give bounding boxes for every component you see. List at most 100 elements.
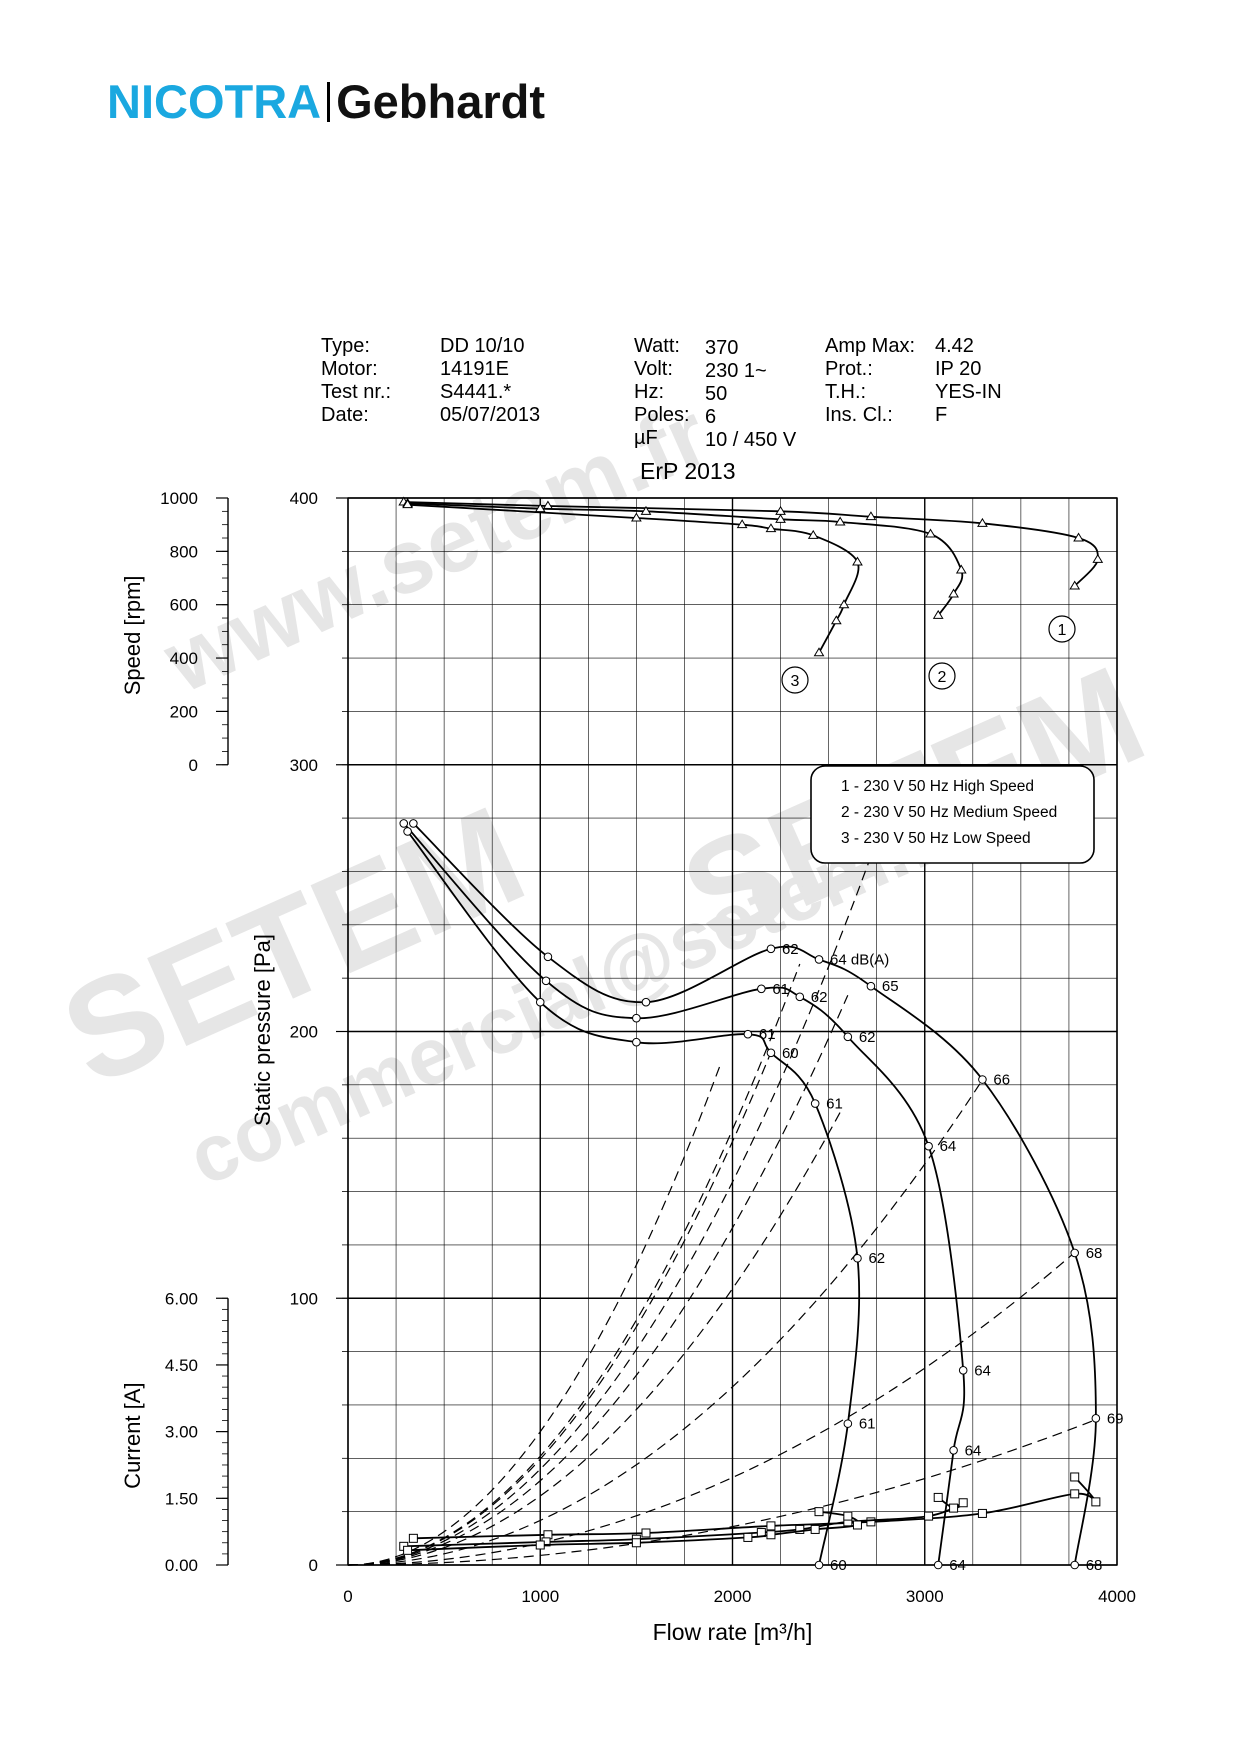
pressure-point-1 bbox=[866, 981, 876, 991]
current-tick-label: 4.50 bbox=[165, 1356, 198, 1375]
current-point-1 bbox=[1070, 1489, 1080, 1499]
grid bbox=[347, 497, 1118, 1566]
speed-point-2 bbox=[925, 528, 936, 538]
noise-label: 61 bbox=[759, 1026, 776, 1043]
label-watt: Watt: bbox=[634, 335, 680, 357]
label-prot: Prot.: bbox=[825, 358, 873, 380]
pressure-curve-2 bbox=[403, 822, 966, 1566]
x-tick-label: 1000 bbox=[521, 1587, 559, 1606]
label-th: T.H.: bbox=[825, 381, 867, 403]
speed-axis-label: Speed [rpm] bbox=[120, 575, 145, 695]
current-point-1 bbox=[641, 1528, 651, 1538]
current-tick-label: 0.00 bbox=[165, 1556, 198, 1575]
system-curve-68 bbox=[347, 1252, 1076, 1566]
current-tick-label: 3.00 bbox=[165, 1423, 198, 1442]
info-col3-values: 4.42 IP 20 YES-IN F bbox=[935, 335, 1002, 427]
system-curve-61 bbox=[347, 1066, 721, 1566]
pressure-point-3 bbox=[743, 1029, 753, 1039]
speed-point-3 bbox=[813, 647, 825, 657]
label-hz: Hz: bbox=[634, 381, 664, 403]
noise-label: 62 bbox=[859, 1029, 876, 1046]
speed-curve-label: 3 bbox=[791, 673, 800, 690]
pressure-point-2 bbox=[632, 1013, 641, 1023]
current-point-2 bbox=[795, 1524, 805, 1534]
x-tick-label: 2000 bbox=[714, 1587, 752, 1606]
pressure-axis-label: Static pressure [Pa] bbox=[250, 934, 275, 1126]
speed-point-1 bbox=[977, 517, 988, 527]
current-point-1 bbox=[866, 1517, 876, 1527]
pressure-tick-label: 100 bbox=[290, 1289, 318, 1308]
speed-point-3 bbox=[830, 615, 842, 625]
speed-point-2 bbox=[932, 609, 944, 619]
pressure-tick-label: 400 bbox=[290, 489, 318, 508]
value-hz: 50 bbox=[705, 383, 728, 405]
system-curve-64 bbox=[347, 994, 849, 1566]
value-poles: 6 bbox=[705, 406, 717, 428]
speed-point-2 bbox=[640, 505, 652, 515]
legend-box bbox=[810, 765, 1095, 864]
noise-label: 62 bbox=[868, 1250, 885, 1267]
noise-label: 64 bbox=[974, 1362, 991, 1379]
noise-label: 61 bbox=[772, 981, 789, 998]
noise-label: 62 bbox=[782, 941, 799, 958]
system-curves bbox=[347, 856, 1097, 1566]
value-prot: IP 20 bbox=[935, 358, 982, 380]
speed-point-2 bbox=[834, 516, 846, 526]
current-point-1 bbox=[766, 1521, 776, 1531]
legend-entry: 2 - 230 V 50 Hz Medium Speed bbox=[841, 804, 1057, 821]
chart-title: ErP 2013 bbox=[640, 458, 736, 484]
info-col2-values: 370 230 1~ 50 6 10 / 450 V bbox=[705, 337, 796, 452]
current-point-2 bbox=[949, 1503, 959, 1513]
noise-label: 64 dB(A) bbox=[830, 951, 889, 968]
speed-curve-label-circle bbox=[781, 666, 809, 694]
pressure-point-3 bbox=[810, 1099, 820, 1108]
pressure-point-2 bbox=[795, 992, 805, 1002]
noise-label: 68 bbox=[1086, 1557, 1103, 1574]
pressure-point-1 bbox=[814, 955, 824, 964]
noise-label: 68 bbox=[1086, 1245, 1103, 1262]
speed-point-1 bbox=[1092, 553, 1104, 563]
speed-curve-label: 1 bbox=[1058, 622, 1067, 639]
noise-label: 64 bbox=[949, 1557, 966, 1574]
x-tick-label: 0 bbox=[343, 1587, 352, 1606]
speed-curve-1 bbox=[403, 501, 1099, 587]
label-date: Date: bbox=[321, 404, 369, 426]
current-tick-label: 6.00 bbox=[165, 1289, 198, 1308]
current-curve-1 bbox=[413, 1476, 1097, 1540]
current-point-3 bbox=[535, 1540, 545, 1550]
value-motor: 14191E bbox=[440, 358, 509, 380]
speed-point-1 bbox=[1073, 532, 1084, 542]
current-point-3 bbox=[814, 1507, 824, 1517]
label-amp-max: Amp Max: bbox=[825, 335, 916, 357]
speed-point-3 bbox=[765, 523, 777, 533]
noise-label: 69 bbox=[1107, 1410, 1124, 1427]
current-point-1 bbox=[1091, 1497, 1101, 1507]
speed-point-2 bbox=[775, 513, 786, 523]
speed-tick-label: 1000 bbox=[160, 489, 198, 508]
speed-point-3 bbox=[838, 599, 850, 609]
speed-point-3 bbox=[852, 556, 863, 566]
brand-separator bbox=[327, 82, 331, 122]
pressure-point-2 bbox=[399, 819, 409, 828]
pressure-point-1 bbox=[543, 952, 553, 962]
noise-label: 61 bbox=[859, 1416, 876, 1433]
pressure-point-1 bbox=[1091, 1413, 1101, 1423]
speed-point-3 bbox=[807, 529, 819, 539]
label-volt: Volt: bbox=[634, 358, 673, 380]
current-point-3 bbox=[631, 1538, 641, 1548]
current-point-1 bbox=[408, 1533, 418, 1543]
current-point-3 bbox=[852, 1520, 862, 1530]
current-point-1 bbox=[1070, 1472, 1080, 1482]
speed-point-2 bbox=[955, 564, 967, 574]
label-test-nr: Test nr.: bbox=[321, 381, 392, 403]
value-type: DD 10/10 bbox=[440, 335, 525, 357]
speed-tick-label: 400 bbox=[170, 649, 198, 668]
pressure-point-3 bbox=[853, 1253, 862, 1263]
value-ins-cl: F bbox=[935, 404, 948, 426]
noise-label: 66 bbox=[993, 1072, 1010, 1089]
pressure-point-1 bbox=[978, 1075, 987, 1084]
speed-curve-label: 2 bbox=[938, 669, 947, 686]
pressure-point-2 bbox=[843, 1032, 853, 1042]
pressure-point-1 bbox=[1070, 1248, 1080, 1258]
